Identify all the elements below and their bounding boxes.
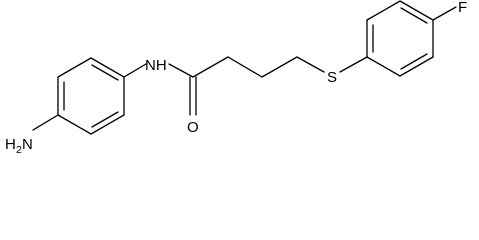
fluorine-bond (432, 6, 457, 21)
sulfur-label: S (327, 69, 337, 86)
chain-bond-2 (227, 56, 263, 78)
ring-a-double-1 (91, 64, 119, 81)
aminophenyl-ring (57, 57, 125, 135)
ring-b-bond-2 (366, 0, 401, 21)
ring-b-double-2 (400, 7, 428, 24)
ring-a-bond-1 (90, 57, 125, 78)
ring-a-bond-4 (57, 114, 92, 135)
ring-a-bond-3 (90, 114, 125, 135)
ring-b-bond-6 (366, 56, 401, 77)
nh-to-carbonyl-bond (168, 63, 194, 78)
carbonyl-oxygen-label: O (187, 119, 199, 136)
chain-to-sulfur-bond (296, 56, 325, 73)
fluorine-label: F (458, 0, 467, 16)
fluorophenyl-ring (366, 0, 434, 77)
ring-to-nh-bond (123, 63, 147, 78)
amine-h-subscript: 2 (16, 144, 22, 156)
ring-b-bond-3 (399, 0, 434, 21)
ring-b-double-3 (400, 53, 428, 70)
sulfur-to-ring-bond (339, 56, 368, 73)
ring-b-bond-5 (399, 56, 434, 77)
amine-h-label: H (5, 136, 16, 153)
ring-a-double-2 (91, 111, 119, 128)
ring-a-bond-6 (57, 57, 92, 78)
chain-bond-3 (261, 56, 298, 78)
chain-bond-1 (192, 56, 229, 78)
amide-nh-label: NH (145, 57, 167, 74)
amine-bond (32, 114, 59, 131)
amine-n-label: N (22, 136, 33, 153)
chemical-structure-diagram: H 2 N NH O S F (5, 0, 467, 156)
